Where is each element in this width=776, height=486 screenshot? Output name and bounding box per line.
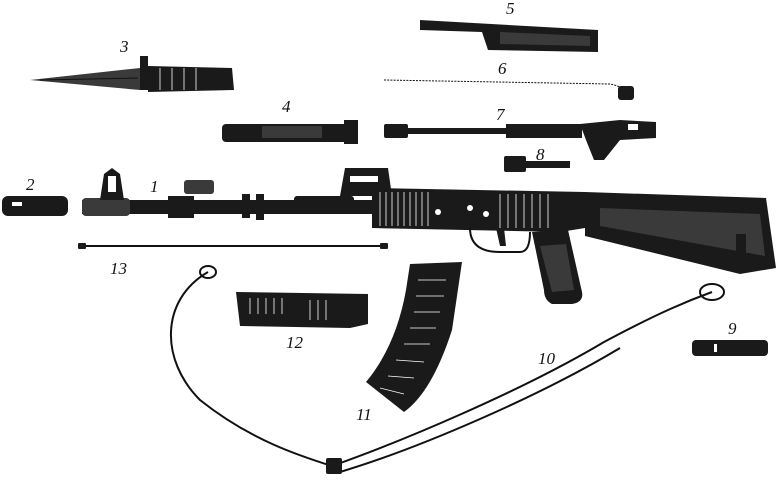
handguard-icon — [236, 292, 368, 328]
part-label-3: 3 — [119, 37, 129, 56]
receiver-cover-icon — [420, 20, 598, 52]
gas-tube-icon — [222, 120, 358, 144]
part-label-13: 13 — [110, 259, 127, 278]
sling-icon — [170, 265, 725, 474]
part-label-2: 2 — [26, 175, 35, 194]
bolt-carrier-icon — [384, 120, 656, 160]
part-label-11: 11 — [356, 405, 372, 424]
muzzle-brake-icon — [2, 196, 68, 216]
cleaning-rod-icon — [78, 243, 388, 249]
receiver-barrel-icon — [82, 168, 776, 304]
bayonet-icon — [30, 56, 234, 92]
part-label-6: 6 — [498, 59, 507, 78]
part-label-7: 7 — [496, 105, 506, 124]
part-label-4: 4 — [282, 97, 291, 116]
magazine-icon — [366, 262, 462, 412]
return-spring-icon — [383, 79, 634, 100]
part-label-5: 5 — [506, 0, 515, 18]
part-label-10: 10 — [538, 349, 556, 368]
part-label-9: 9 — [728, 319, 737, 338]
part-label-8: 8 — [536, 145, 545, 164]
part-label-1: 1 — [150, 177, 159, 196]
part-label-12: 12 — [286, 333, 304, 352]
oiler-icon — [692, 340, 768, 356]
bolt-icon — [504, 156, 570, 172]
